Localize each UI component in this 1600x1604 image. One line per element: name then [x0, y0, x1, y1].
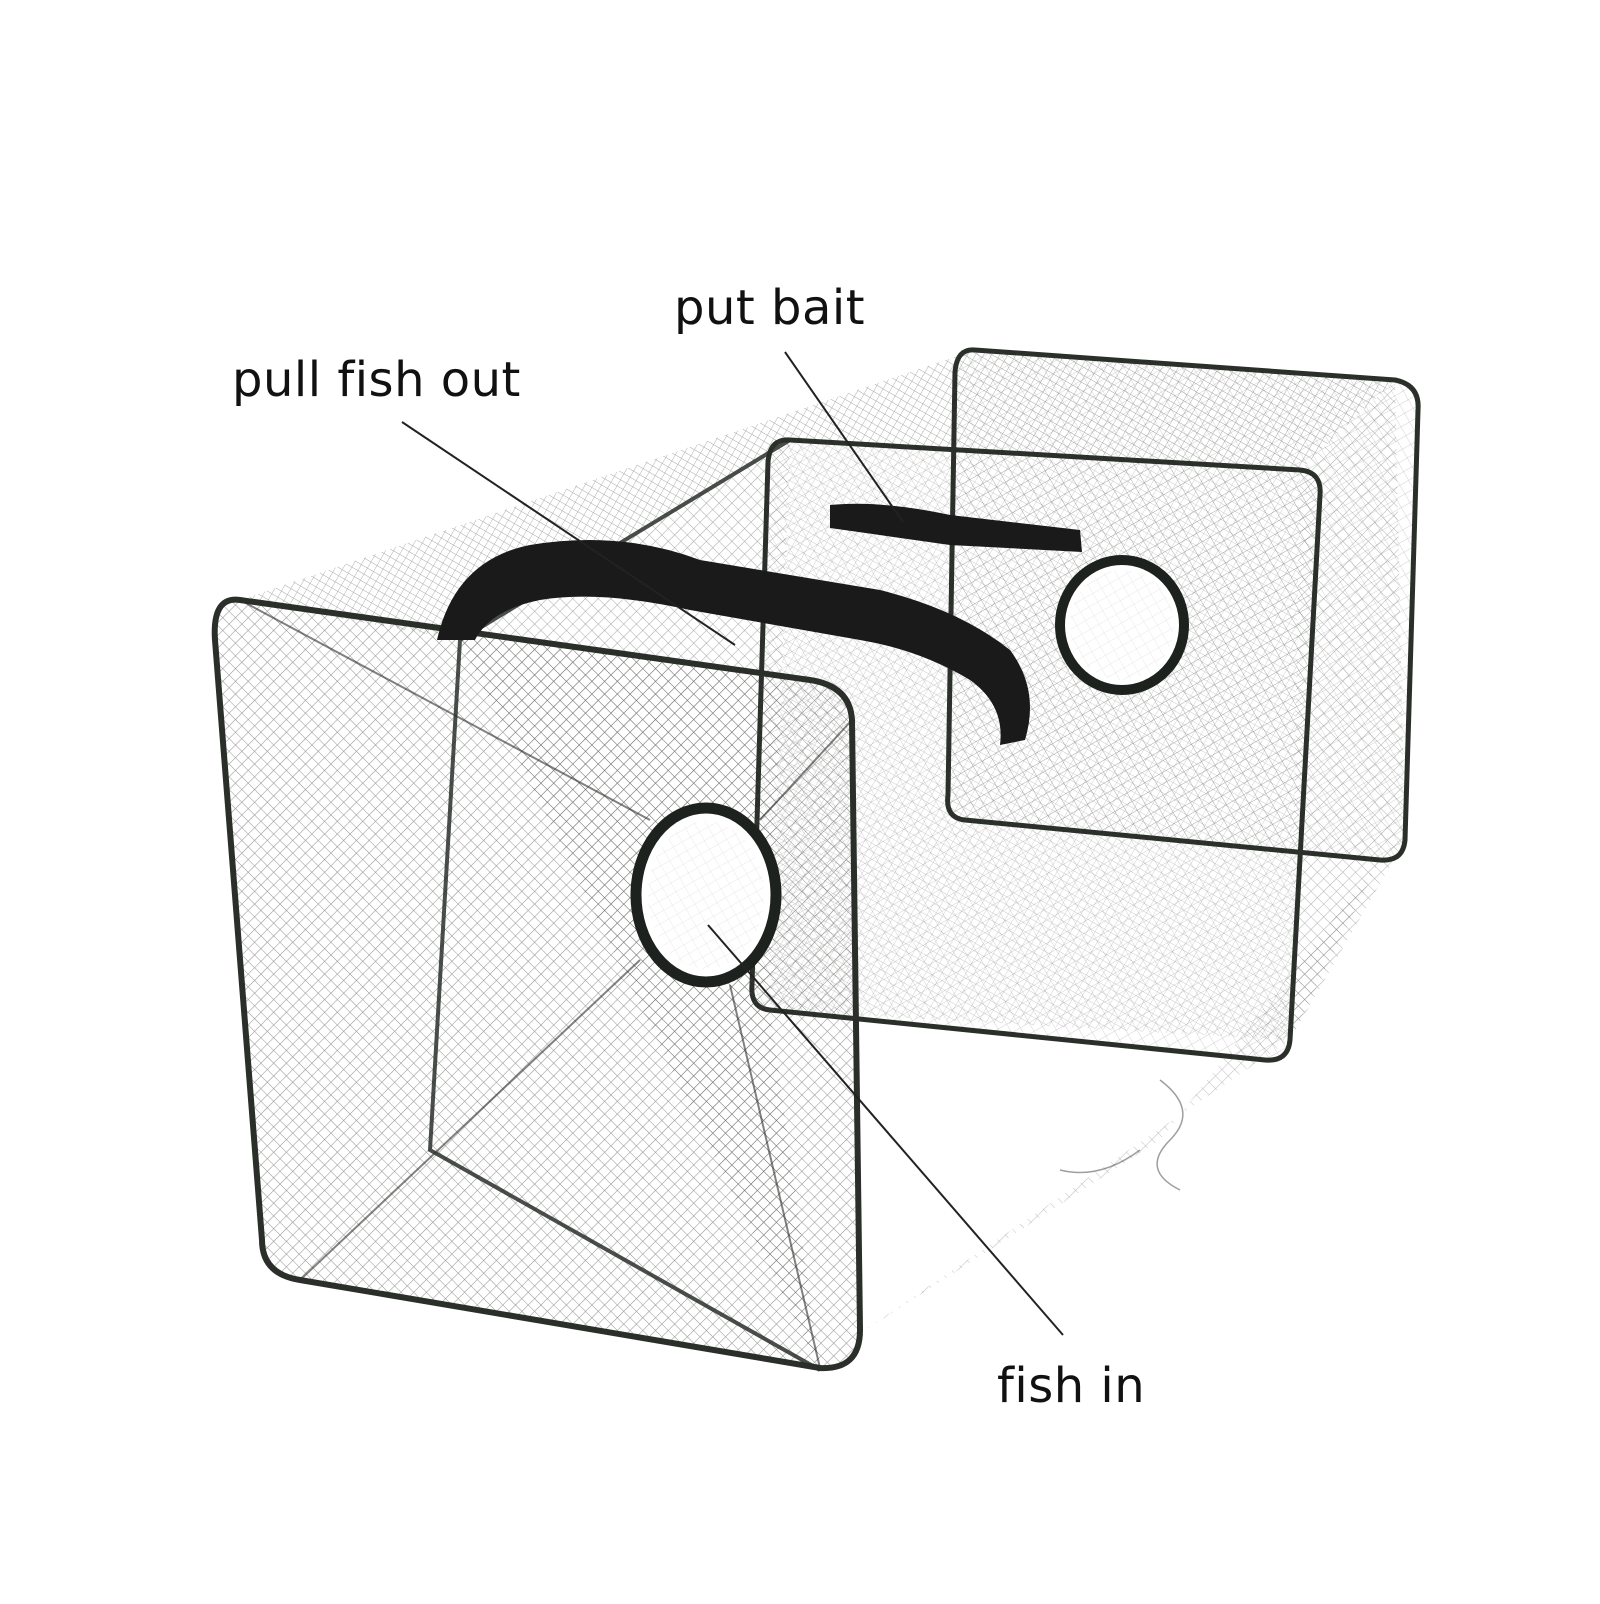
zip-strap-front: [437, 540, 1030, 745]
callout-put-bait: put bait: [674, 280, 866, 336]
leader-line-put-bait: [784, 351, 904, 523]
zip-strap-rear: [830, 503, 1082, 552]
front-entrance-ring: [630, 802, 782, 988]
leader-line-fish-in: [707, 924, 1064, 1336]
callout-pull-fish-out: pull fish out: [232, 352, 521, 408]
front-frame-section: [211, 438, 864, 1372]
callout-fish-in: fish in: [997, 1358, 1146, 1414]
rear-entrance-ring: [1055, 555, 1189, 695]
leader-line-pull-fish-out: [401, 421, 736, 646]
loose-string: [1059, 1079, 1184, 1191]
